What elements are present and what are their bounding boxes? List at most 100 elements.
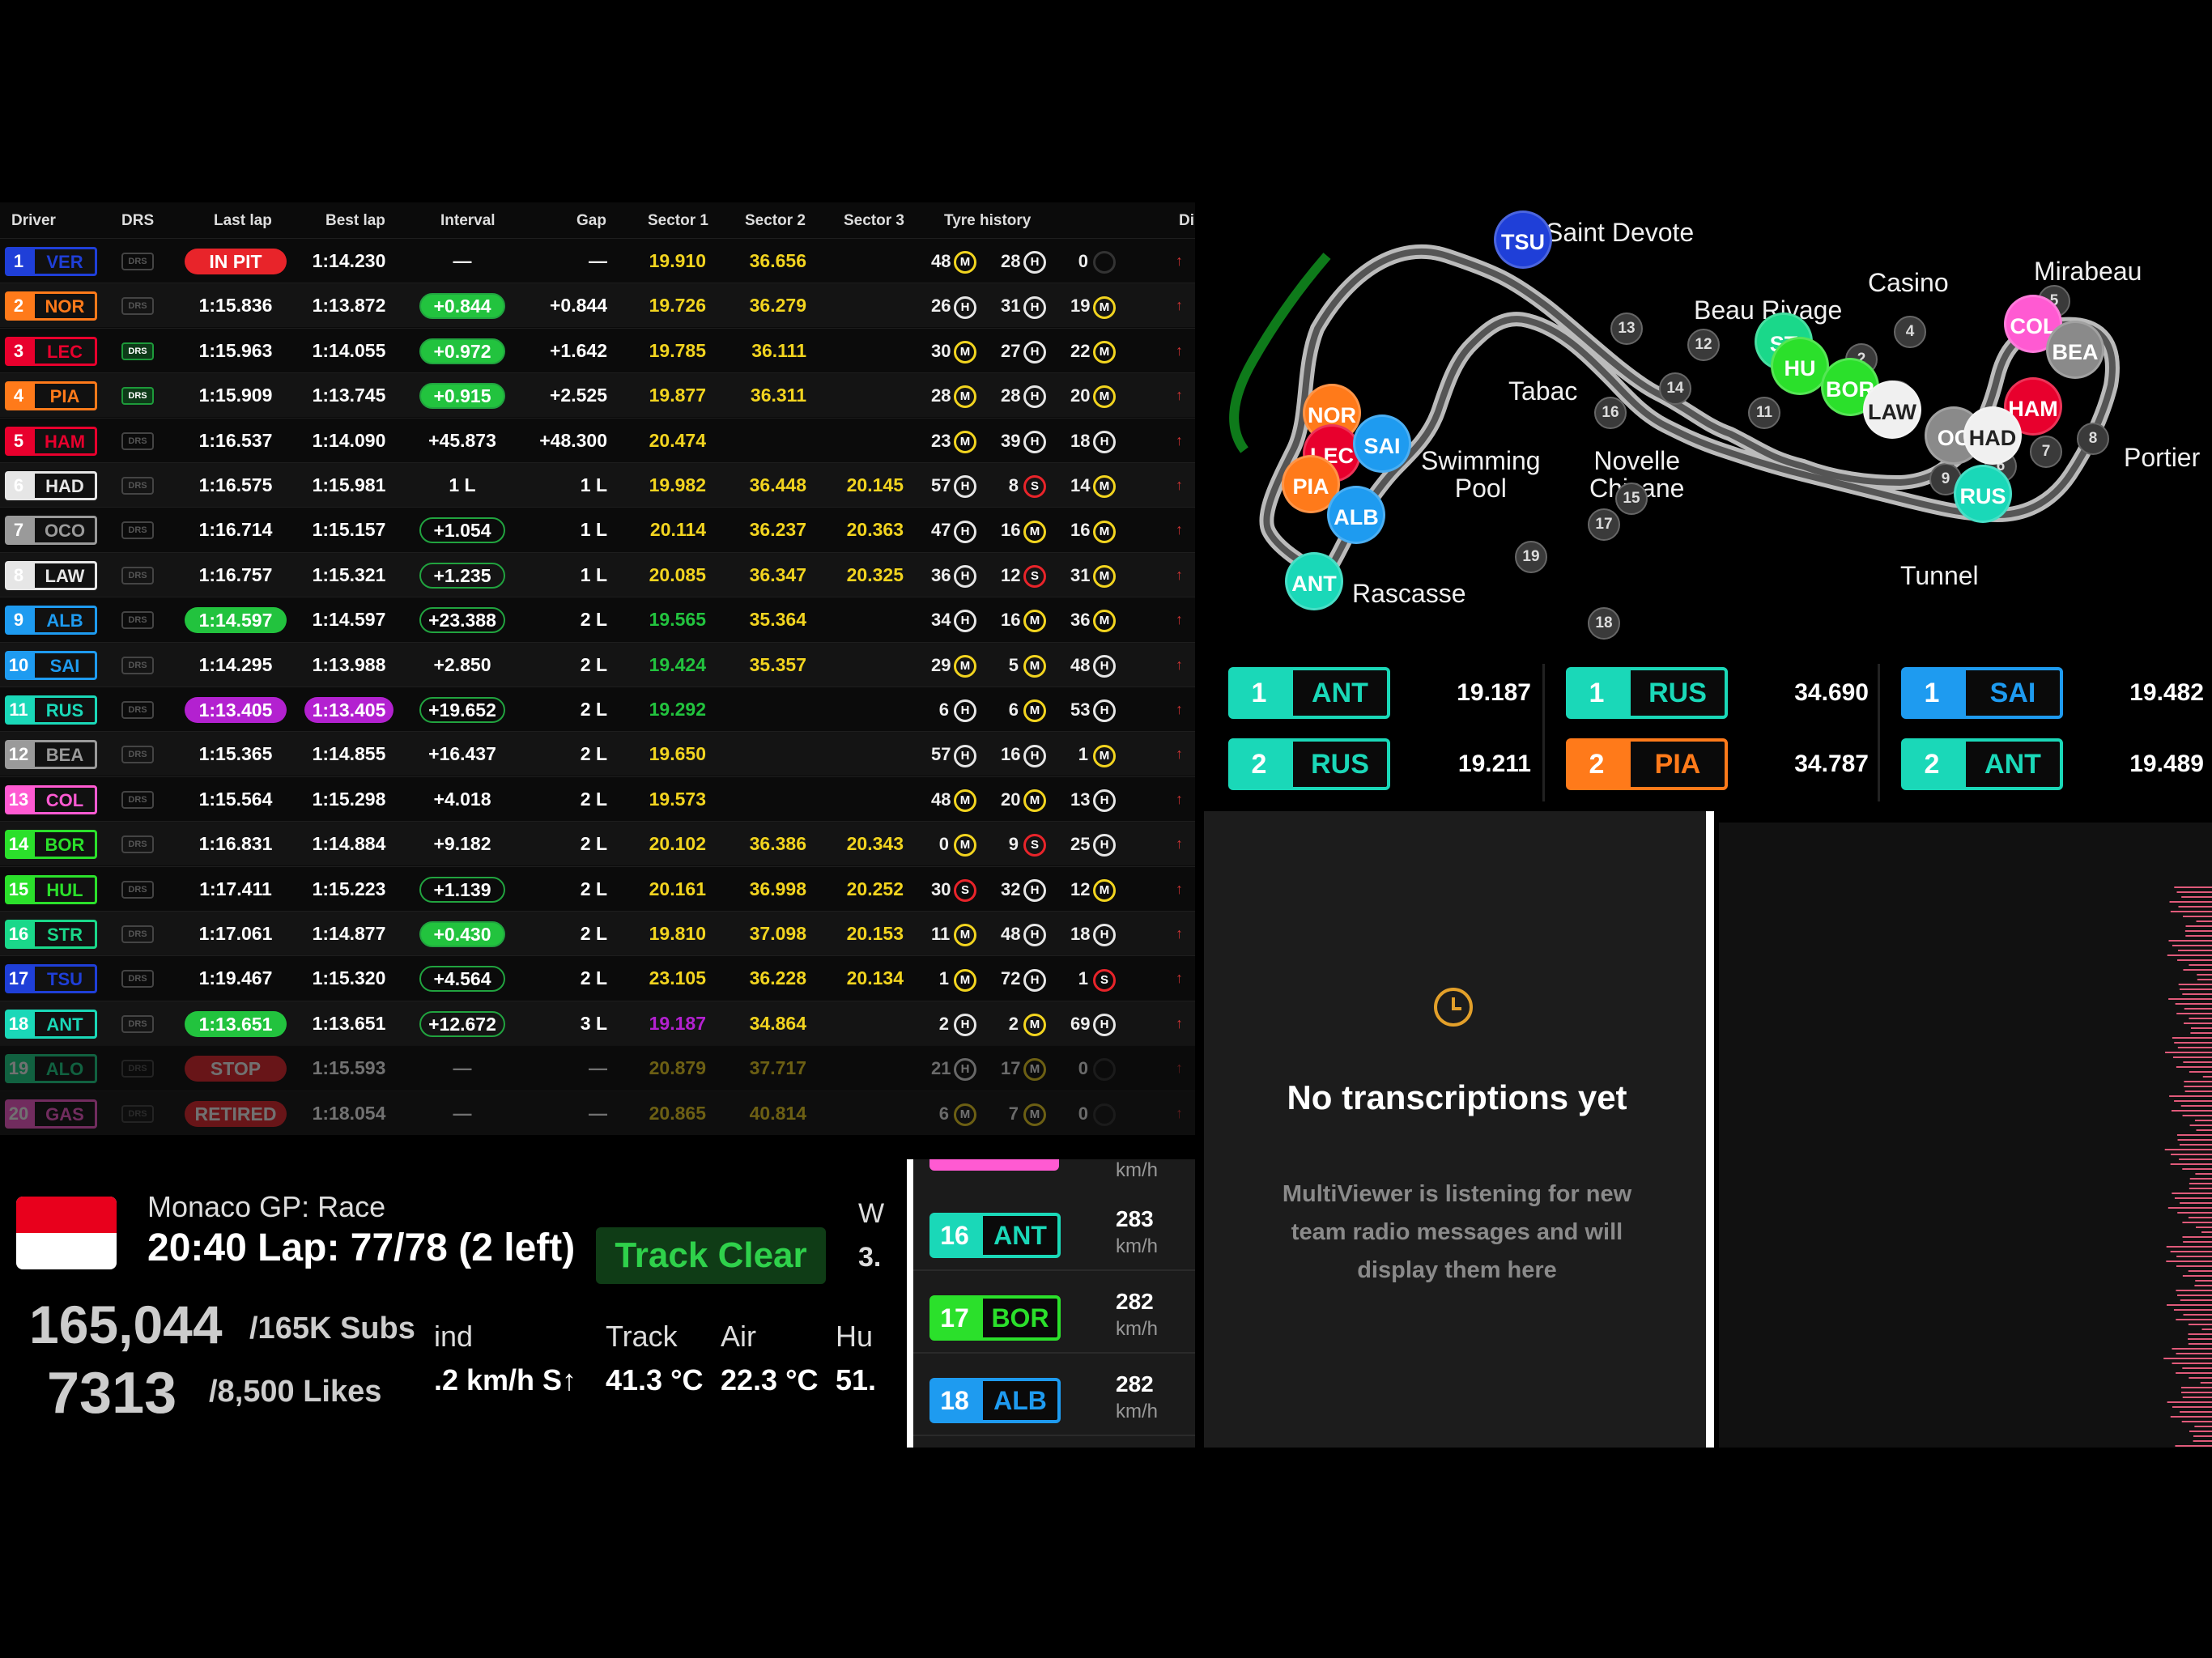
position-number: 3 [5, 336, 32, 366]
driver-abbreviation[interactable]: COL [32, 784, 97, 814]
panel-divider[interactable] [1706, 811, 1714, 1448]
driver-abbreviation[interactable]: ALO [32, 1054, 97, 1084]
column-header[interactable]: DRS [121, 212, 155, 229]
driver-abbreviation[interactable]: PIA [1627, 738, 1728, 790]
sector-2-time: 36.111 [751, 339, 806, 361]
tyre-laps: 20 [1001, 789, 1021, 810]
sector-3-time [839, 732, 904, 776]
car-marker[interactable]: TSU [1494, 210, 1552, 269]
sector-time: 19.482 [2129, 679, 2204, 706]
driver-abbreviation[interactable]: BEA [32, 740, 97, 770]
position-change-icon: ↑ [1176, 297, 1183, 314]
driver-abbreviation[interactable]: HAD [32, 471, 97, 500]
driver-abbreviation[interactable]: RUS [32, 695, 97, 725]
gap-to-leader: 2 L [580, 653, 607, 675]
car-marker[interactable]: HU [1771, 337, 1829, 395]
driver-abbreviation[interactable]: ALB [980, 1378, 1061, 1423]
driver-abbreviation[interactable]: ANT [32, 1009, 97, 1039]
driver-abbreviation[interactable]: STR [32, 920, 97, 949]
driver-abbreviation[interactable]: TSU [32, 964, 97, 994]
position-number: 8 [5, 560, 32, 590]
column-header[interactable]: Best lap [325, 212, 385, 229]
column-header[interactable]: Interval [440, 212, 496, 229]
driver-abbreviation[interactable]: ALB [32, 606, 97, 636]
column-header[interactable]: Gap [576, 212, 606, 229]
tyre-compound-icon: M [954, 340, 976, 363]
driver-abbreviation[interactable]: PIA [32, 381, 97, 411]
driver-abbreviation[interactable]: LAW [32, 560, 97, 590]
driver-abbreviation[interactable]: HAM [32, 426, 97, 456]
tyre-laps: 36 [931, 564, 951, 585]
driver-abbreviation[interactable]: GAS [32, 1099, 97, 1129]
car-marker[interactable]: LAW [1863, 380, 1921, 439]
car-marker[interactable]: BEA [2046, 321, 2104, 379]
weather-value-air: 22.3 °C [721, 1363, 819, 1397]
column-header[interactable]: Sector 2 [745, 212, 806, 229]
driver-abbreviation[interactable]: RUS [1627, 667, 1728, 719]
sector-time: 19.211 [1457, 750, 1531, 777]
car-marker[interactable]: RUS [1954, 465, 2012, 523]
car-marker[interactable]: BOR [1821, 358, 1879, 416]
driver-abbreviation[interactable]: OCO [32, 516, 97, 546]
drs-indicator: DRS [121, 746, 154, 764]
car-marker[interactable]: SAI [1353, 414, 1411, 473]
car-marker[interactable]: HAD [1963, 406, 2022, 465]
car-marker[interactable]: ALB [1327, 486, 1385, 544]
driver-abbreviation[interactable]: NOR [32, 291, 97, 321]
driver-abbreviation[interactable]: RUS [1290, 738, 1390, 790]
column-header[interactable]: Di [1179, 212, 1194, 229]
driver-abbreviation[interactable]: ANT [980, 1213, 1061, 1258]
tyre-laps: 20 [1070, 385, 1091, 406]
column-header[interactable]: Sector 1 [648, 212, 708, 229]
driver-abbreviation[interactable]: ANT [1290, 667, 1390, 719]
driver-abbreviation[interactable]: HUL [32, 874, 97, 904]
sector-2-time: 35.364 [749, 609, 806, 631]
column-header[interactable]: Sector 3 [844, 212, 904, 229]
driver-abbreviation[interactable]: VER [32, 247, 97, 276]
weather-value: 3. [858, 1242, 882, 1273]
driver-abbreviation[interactable]: LEC [32, 336, 97, 366]
tyre-laps: 2 [938, 1013, 949, 1034]
car-marker[interactable]: ANT [1285, 552, 1343, 610]
best-lap-time: 1:14.055 [312, 339, 386, 361]
column-header[interactable]: Driver [11, 212, 56, 229]
weather-value-track: 41.3 °C [606, 1363, 704, 1397]
column-header[interactable]: Last lap [214, 212, 272, 229]
driver-abbreviation[interactable]: BOR [980, 1295, 1061, 1341]
best-lap-time: 1:13.872 [312, 295, 386, 317]
sector-1-time: 20.114 [649, 519, 706, 541]
driver-abbreviation[interactable]: ANT [1963, 738, 2063, 790]
driver-abbreviation[interactable]: SAI [32, 650, 97, 680]
turn-number-marker: 11 [1748, 397, 1780, 429]
tyre-laps: 16 [1001, 520, 1021, 541]
column-header[interactable]: Tyre history [944, 212, 1032, 229]
driver-abbreviation[interactable]: SAI [1963, 667, 2063, 719]
driver-abbreviation[interactable]: BOR [32, 830, 97, 860]
